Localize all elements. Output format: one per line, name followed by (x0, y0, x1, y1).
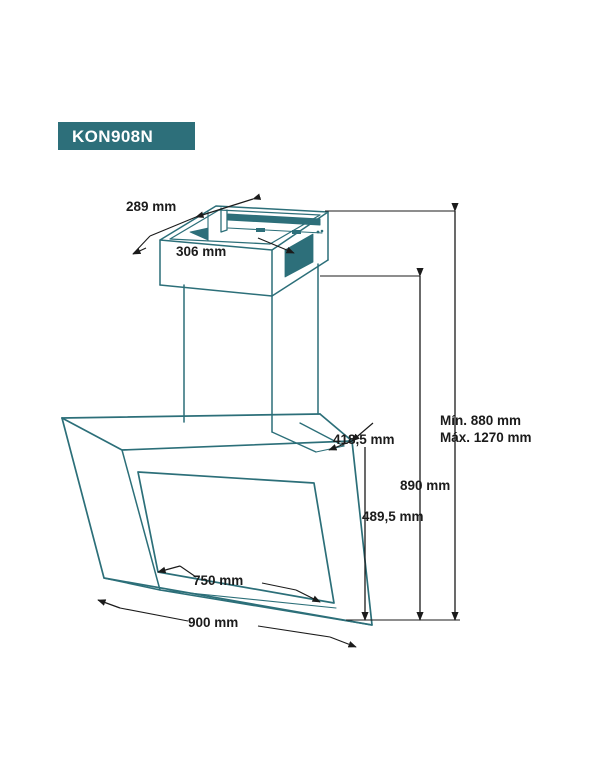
chimney-top-box (159, 205, 329, 297)
canopy-top-rear-edge (61, 413, 321, 419)
model-badge-label: KON908N (72, 127, 153, 146)
body-left-inner-edge (121, 449, 161, 591)
dimension-900-label: 900 mm (188, 615, 238, 630)
side-screw (320, 229, 324, 233)
dimension-750: 750 mm (157, 565, 321, 603)
canopy-rim-line-lower (271, 431, 317, 453)
dimension-418-label: 418,5 mm (333, 432, 395, 447)
dimension-306-left-arrow (132, 247, 147, 255)
dimension-900-left-arrow (97, 599, 121, 609)
dimension-890: 890 mm (320, 267, 450, 621)
dimension-750-right-leader (261, 582, 297, 591)
dimension-900: 900 mm (97, 599, 357, 648)
dimension-306: 306 mm (132, 237, 295, 259)
dimension-418-5: 418,5 mm (328, 422, 395, 451)
panel-bottom-thickness (159, 589, 337, 609)
dimension-750-left-arrow (157, 565, 181, 574)
rail-ledge (227, 227, 323, 234)
glass-panel (137, 471, 335, 604)
glass-front-body (61, 417, 373, 626)
dimension-750-right-arrow (295, 589, 321, 603)
dimension-289-leader (149, 216, 197, 237)
rail-fixing-right (292, 230, 301, 234)
canopy-right-top-edge (319, 413, 353, 442)
side-plate (284, 233, 314, 278)
dimension-install-range: Mín. 880 mm Máx. 1270 mm (325, 202, 532, 621)
body-outer-outline (61, 417, 373, 626)
model-badge: KON908N (58, 122, 195, 150)
dimension-489-5: 489,5 mm (361, 447, 424, 621)
rail-screw (316, 230, 320, 234)
chimney-shaft (183, 263, 319, 433)
install-max-label: Máx. 1270 mm (440, 430, 532, 445)
rail-fixing-left (256, 228, 265, 232)
install-min-label: Mín. 880 mm (440, 413, 521, 428)
chimney-top-inner-rim (169, 209, 321, 245)
dimension-annotations: 289 mm 306 mm 418,5 mm 489,5 mm (97, 193, 532, 648)
dimension-489-label: 489,5 mm (362, 509, 424, 524)
product-geometry (61, 205, 373, 626)
dimension-289-line (195, 193, 262, 218)
dimension-890-label: 890 mm (400, 478, 450, 493)
dimension-418-right-arrow (351, 422, 374, 442)
dimension-900-right-leader (257, 625, 331, 638)
dimension-750-left-leader (179, 565, 197, 578)
model-badge-background (58, 122, 195, 150)
dimension-750-label: 750 mm (193, 573, 243, 588)
dimension-306-right-arrow (257, 237, 295, 254)
dimension-900-right-arrow (329, 636, 357, 648)
dimension-306-label: 306 mm (176, 244, 226, 259)
dimension-289-label: 289 mm (126, 199, 176, 214)
dimension-418-left-arrow (328, 440, 353, 451)
dimension-900-left-leader (119, 607, 189, 622)
canopy-rim-line (299, 422, 345, 447)
